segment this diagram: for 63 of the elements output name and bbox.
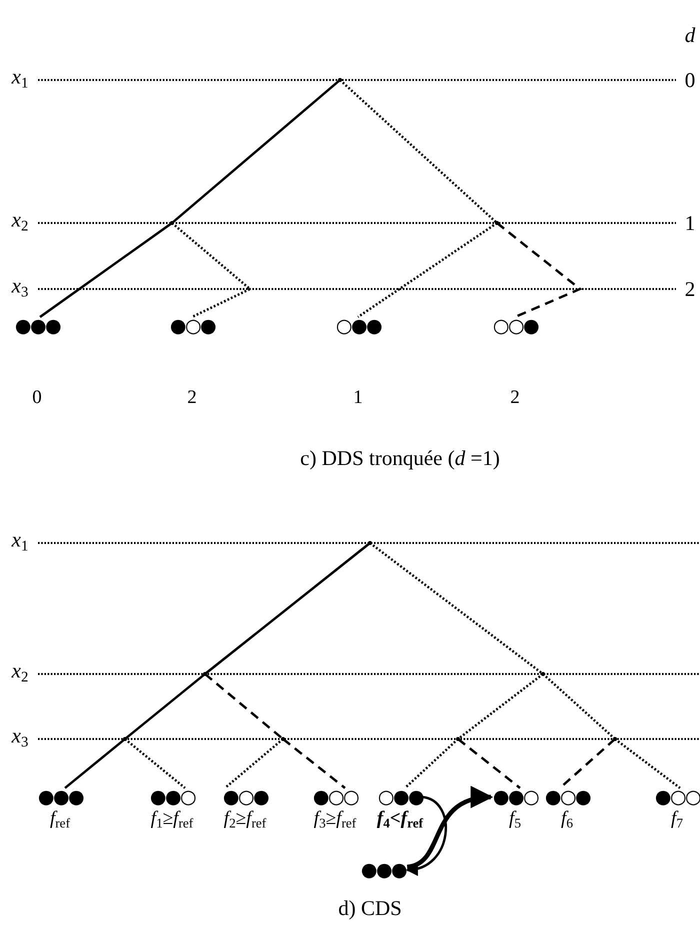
tree-branch — [171, 79, 341, 224]
bit-pattern: ●○○ — [312, 787, 358, 807]
bit-pattern: ●●● — [36, 787, 84, 807]
caption: c) DDS tronquée (d =1) — [300, 446, 500, 470]
level-label: x$_{1}$ — [12, 528, 28, 556]
caption: d) CDS — [338, 896, 402, 920]
level-label: x$_{3}$ — [12, 724, 28, 752]
tree-branch — [171, 222, 252, 318]
bit-pattern: ●○○ — [654, 787, 700, 807]
level-label: x$_{2}$ — [12, 658, 28, 688]
level-label: 1 — [684, 211, 696, 235]
node-label: f$_{ref}$ — [50, 809, 70, 832]
node-label: f$_{6}$ — [561, 809, 573, 832]
branch-point — [338, 78, 342, 82]
tree-branch — [39, 222, 173, 318]
tree-branch — [224, 738, 284, 789]
level-label: x$_{2}$ — [12, 208, 28, 236]
tree-branch — [282, 738, 346, 789]
branch-point — [495, 221, 499, 225]
branch-point — [203, 672, 207, 676]
tree-branch — [204, 673, 284, 740]
node-label: f$_{4}$<f$_{ref}$ — [376, 809, 424, 832]
branch-point — [613, 737, 617, 741]
branch-point — [123, 737, 127, 741]
node-label: f$_{2}$≥f$_{ref}$ — [224, 809, 266, 832]
bit-pattern: ●○● — [544, 787, 590, 807]
bit-pattern: ●●● — [360, 860, 406, 880]
bit-pattern: ○●● — [376, 787, 424, 807]
tree-branch — [64, 738, 126, 789]
branch-point — [456, 737, 460, 741]
bit-pattern: ○○● — [492, 316, 538, 336]
level-label: x$_{1}$ — [12, 64, 28, 94]
bit-pattern: ●○● — [222, 787, 268, 807]
bit-pattern: ○●● — [334, 316, 382, 336]
branch-point — [170, 221, 174, 225]
node-label: f$_{5}$ — [509, 809, 521, 832]
curved-arrow — [406, 796, 447, 875]
branch-point — [281, 737, 285, 741]
node-label: 1 — [353, 388, 363, 408]
tree-branch — [404, 738, 459, 789]
bit-pattern: ●○● — [168, 316, 216, 336]
tree-branch — [124, 738, 186, 789]
branch-point — [541, 672, 545, 676]
bit-pattern: ●●○ — [148, 787, 196, 807]
bit-pattern: ●●○ — [492, 787, 538, 807]
node-label: 0 — [32, 388, 42, 408]
curved-arrow — [406, 788, 494, 870]
tree-branch — [204, 542, 371, 675]
tree-branch — [457, 738, 521, 789]
axis-label: d — [684, 23, 696, 47]
tree-branch — [339, 79, 498, 224]
node-label: 2 — [187, 388, 197, 408]
node-label: f$_{7}$ — [671, 809, 683, 832]
node-label: f$_{1}$≥f$_{ref}$ — [150, 809, 194, 832]
branch-point — [368, 541, 372, 545]
level-label: x$_{3}$ — [12, 274, 28, 302]
bit-pattern: ●●● — [14, 316, 60, 336]
tree-branch — [496, 222, 582, 318]
level-label: 2 — [684, 277, 696, 301]
tree-branch — [124, 673, 206, 740]
node-label: f$_{3}$≥f$_{ref}$ — [314, 809, 356, 832]
level-label: 0 — [684, 68, 696, 92]
node-label: 2 — [510, 388, 520, 408]
